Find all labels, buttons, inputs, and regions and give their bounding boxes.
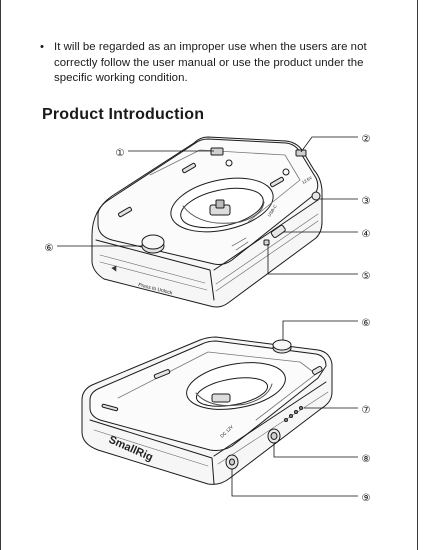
callout-9: ⑨ <box>362 493 371 504</box>
callout-7: ⑦ <box>362 405 371 416</box>
callout-3: ③ <box>362 196 371 207</box>
callout-1: ① <box>116 148 125 159</box>
callout-6-top: ⑥ <box>45 243 54 254</box>
device-bottom-view <box>82 337 332 484</box>
callout-6-bottom: ⑥ <box>362 318 371 329</box>
callout-8: ⑧ <box>362 454 371 465</box>
callout-4: ④ <box>362 229 371 240</box>
callout-5: ⑤ <box>362 271 371 282</box>
callout-2: ② <box>362 134 371 145</box>
device-top-view <box>92 137 322 307</box>
